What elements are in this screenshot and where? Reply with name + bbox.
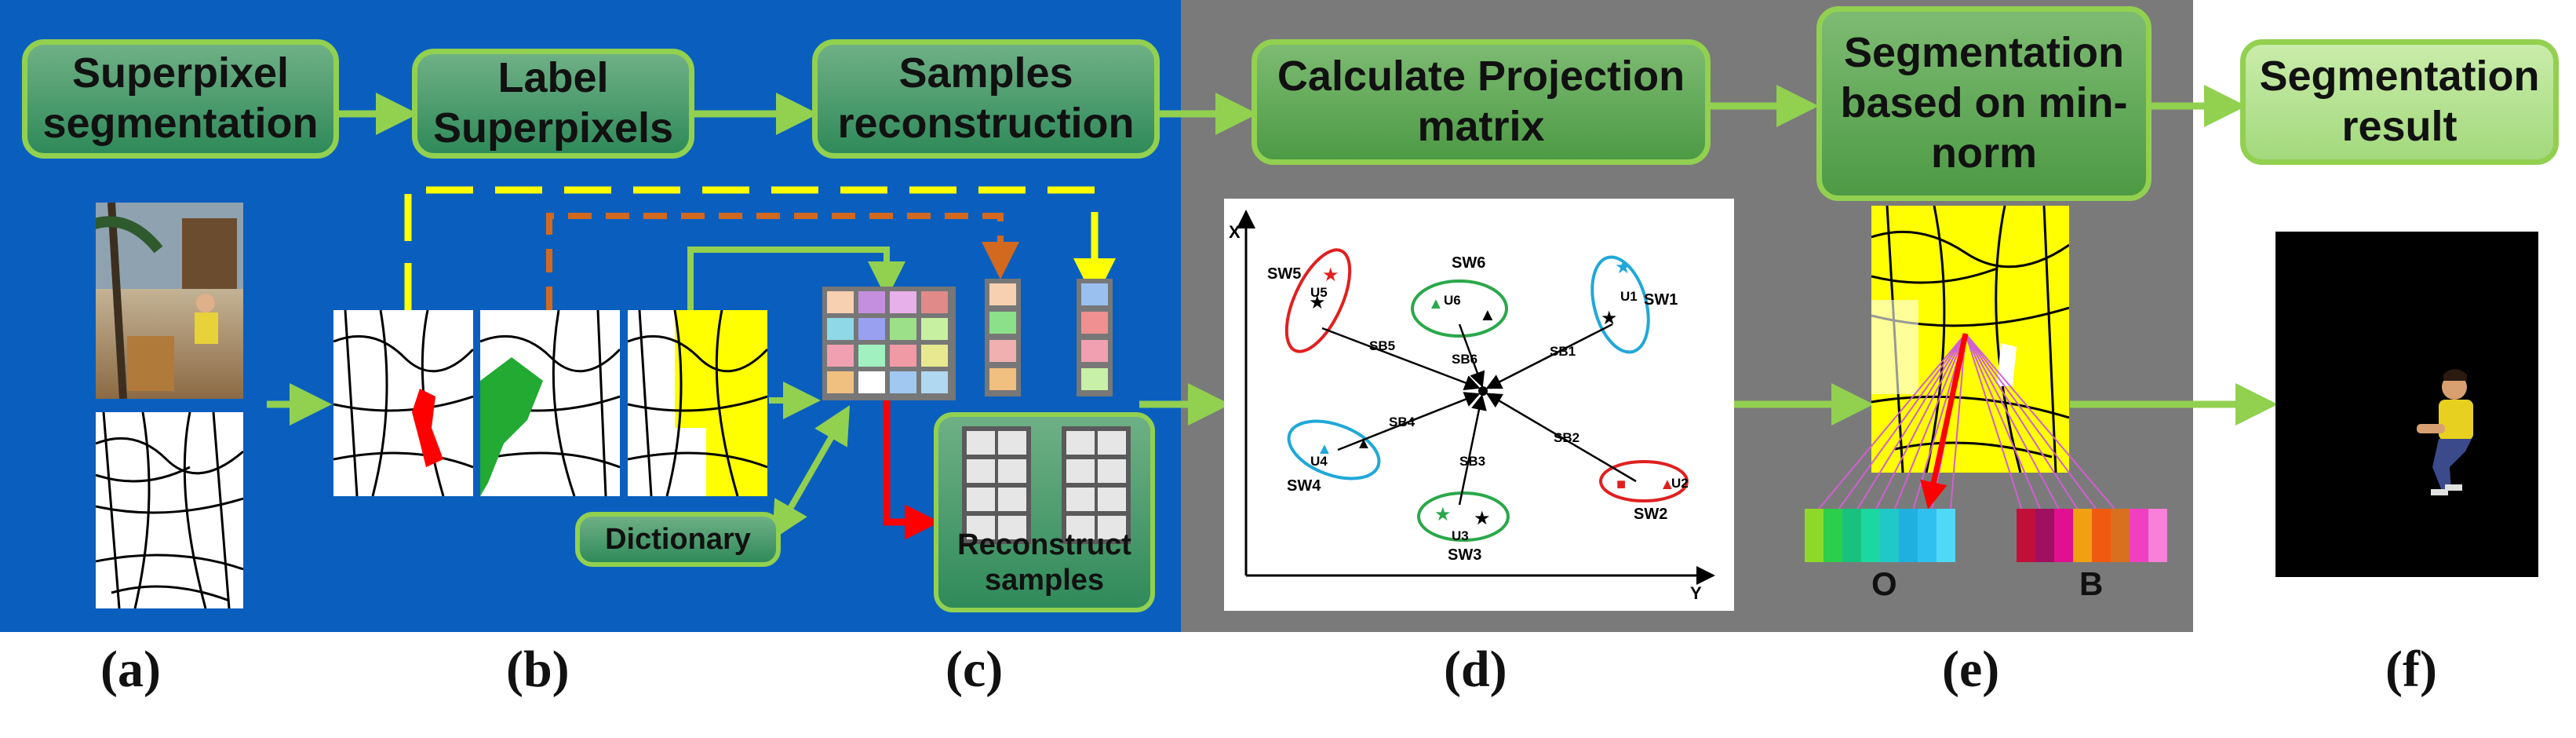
svg-text:▲: ▲ bbox=[1428, 295, 1444, 312]
superpixel-map bbox=[96, 412, 243, 608]
svg-text:★: ★ bbox=[1309, 292, 1326, 313]
sw4-label: SW4 bbox=[1287, 477, 1321, 495]
u6-label: U6 bbox=[1444, 293, 1461, 308]
svg-text:★: ★ bbox=[1434, 504, 1452, 525]
sw5-label: SW5 bbox=[1267, 265, 1301, 283]
u5-label: U5 bbox=[1310, 285, 1328, 300]
dictionary-box: Dictionary bbox=[575, 512, 781, 567]
labeled-yellow-image bbox=[628, 310, 767, 496]
orange-sample-column bbox=[985, 279, 1021, 396]
yellow-label-drawing bbox=[628, 310, 767, 496]
label-superpixels-box: Label Superpixels bbox=[412, 49, 694, 159]
projection-plot-svg: X Y ★ ★ ▲ ▲ ★ ★ ▲ ▲ ★ ★ ▲ ■ SW bbox=[1229, 210, 1715, 603]
yellow-sample-column bbox=[1077, 279, 1113, 396]
superpixel-lines bbox=[96, 412, 243, 608]
superpixel-segmentation-box: Superpixel segmentation bbox=[22, 39, 339, 159]
panel-label-b: (b) bbox=[506, 641, 570, 698]
sb4-label: SB4 bbox=[1389, 415, 1416, 429]
panel-label-a: (a) bbox=[100, 641, 161, 698]
sw2-label: SW2 bbox=[1634, 506, 1667, 523]
u2-label: U2 bbox=[1671, 476, 1689, 491]
panel-label-e: (e) bbox=[1942, 641, 2000, 698]
background-bar-label: B bbox=[2079, 565, 2104, 602]
sw3-label: SW3 bbox=[1448, 546, 1481, 564]
svg-text:▲: ▲ bbox=[1479, 305, 1496, 324]
input-photo bbox=[96, 203, 243, 399]
reconstruct-samples-box: Reconstruct samples bbox=[934, 412, 1155, 612]
segmented-person bbox=[2417, 369, 2473, 495]
object-bar-label: O bbox=[1871, 565, 1897, 602]
photo-drawing bbox=[96, 203, 243, 399]
sb6-label: SB6 bbox=[1452, 352, 1477, 367]
background-color-bar bbox=[2017, 509, 2167, 562]
samples-reconstruction-box: Samples reconstruction bbox=[812, 39, 1160, 159]
sb2-label: SB2 bbox=[1554, 430, 1579, 445]
u1-label: U1 bbox=[1620, 289, 1638, 304]
sb3-label: SB3 bbox=[1459, 454, 1485, 469]
u4-label: U4 bbox=[1310, 454, 1328, 469]
y-axis-label: Y bbox=[1690, 583, 1702, 603]
object-color-bar bbox=[1805, 509, 1955, 562]
svg-text:▲: ▲ bbox=[1356, 435, 1372, 452]
sw6-label: SW6 bbox=[1452, 254, 1485, 272]
segmentation-result-box: Segmentation result bbox=[2240, 39, 2559, 165]
min-norm-rays bbox=[1810, 333, 2123, 519]
labeled-red-image bbox=[333, 310, 473, 496]
projection-plot: X Y ★ ★ ▲ ▲ ★ ★ ▲ ▲ ★ ★ ▲ ■ SW bbox=[1224, 199, 1734, 611]
svg-text:★: ★ bbox=[1322, 265, 1339, 286]
svg-text:▲: ▲ bbox=[1660, 476, 1675, 493]
svg-text:■: ■ bbox=[1616, 476, 1626, 493]
sb5-label: SB5 bbox=[1369, 338, 1395, 353]
panel-label-f: (f) bbox=[2385, 641, 2437, 698]
sb1-label: SB1 bbox=[1550, 344, 1576, 359]
segmentation-result-image bbox=[2275, 232, 2538, 577]
svg-text:★: ★ bbox=[1615, 257, 1632, 278]
min-norm-drawing bbox=[1871, 206, 2069, 473]
panel-label-c: (c) bbox=[946, 641, 1004, 698]
svg-text:★: ★ bbox=[1474, 508, 1491, 529]
projection-matrix-box: Calculate Projection matrix bbox=[1252, 39, 1711, 165]
svg-text:▲: ▲ bbox=[1317, 440, 1332, 458]
min-norm-segmentation-box: Segmentation based on min-norm bbox=[1816, 6, 2152, 201]
dictionary-matrix bbox=[822, 287, 956, 400]
svg-text:★: ★ bbox=[1601, 308, 1618, 329]
red-label-drawing bbox=[333, 310, 473, 496]
green-label-drawing bbox=[480, 310, 620, 496]
u3-label: U3 bbox=[1452, 528, 1469, 543]
labeled-green-image bbox=[480, 310, 620, 496]
x-axis-label: X bbox=[1229, 222, 1241, 242]
panel-label-d: (d) bbox=[1444, 641, 1507, 698]
sw1-label: SW1 bbox=[1644, 291, 1678, 309]
reconstructed-sample-columns bbox=[962, 426, 1131, 544]
